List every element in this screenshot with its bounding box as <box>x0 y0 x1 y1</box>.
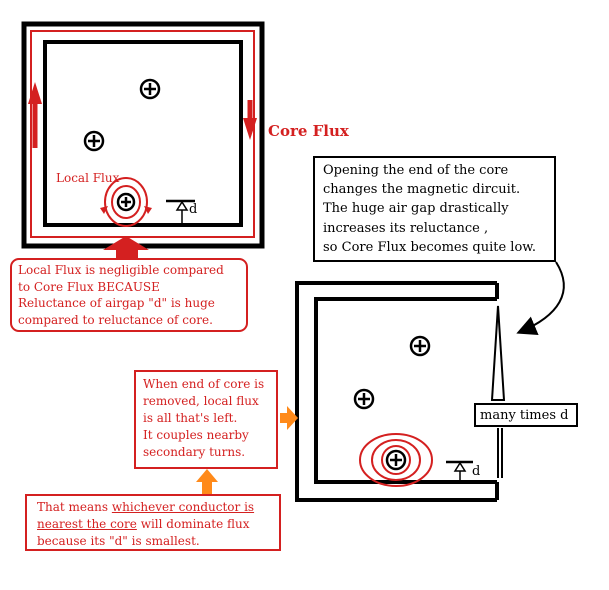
note-underline: whichever conductor is <box>111 500 255 514</box>
gap-d-label-top: d <box>189 202 198 217</box>
orange-right-arrow <box>280 406 298 430</box>
opening-note: Opening the end of the core changes the … <box>313 156 556 262</box>
open-core <box>295 281 499 502</box>
note-line: secondary turns. <box>143 445 246 459</box>
conductor-icon <box>116 192 136 212</box>
note-line: It couples nearby <box>143 428 249 442</box>
note-line: Reluctance of airgap "d" is huge <box>18 296 215 310</box>
local-flux-note: Local Flux is negligible compared to Cor… <box>10 258 248 332</box>
core-flux-label: Core Flux <box>268 122 349 140</box>
note-text: That means <box>37 500 112 514</box>
note-line: to Core Flux BECAUSE <box>18 279 160 294</box>
note-line: Opening the end of the core <box>323 163 509 178</box>
orange-up-arrow <box>196 469 218 494</box>
conductor-icon <box>139 78 161 100</box>
note-line: so Core Flux becomes quite low. <box>323 239 537 255</box>
note-line: Local Flux is negligible compared <box>18 263 224 277</box>
note-line: That means whichever conductor is <box>37 499 269 516</box>
note-line: nearest the core will dominate flux <box>37 516 269 533</box>
curved-pointer-arrow <box>516 261 565 336</box>
note-line: because its "d" is smallest. <box>37 534 200 548</box>
end-removed-note: When end of core is removed, local flux … <box>134 370 278 469</box>
local-flux-label: Local Flux <box>56 171 120 185</box>
note-line: changes the magnetic dircuit. <box>323 182 521 198</box>
note-text: will dominate flux <box>136 517 250 531</box>
local-flux-loops-bottom <box>359 433 433 487</box>
conductor-icon <box>385 449 407 471</box>
conductor-icon <box>83 130 105 152</box>
note-line: increases its reluctance , <box>323 220 489 236</box>
many-times-d-indicator <box>490 305 506 478</box>
note-line: The huge air gap drastically <box>323 201 509 217</box>
core-flux-path <box>28 30 257 238</box>
gap-d-label-bottom: d <box>472 464 481 479</box>
conductor-icon <box>409 335 431 357</box>
local-flux-loops <box>100 177 152 227</box>
whichever-note: That means whichever conductor is neares… <box>25 494 281 551</box>
many-times-d-label: many times d <box>474 403 578 427</box>
closed-core <box>21 21 265 249</box>
gap-d-indicator-bottom <box>446 460 473 480</box>
note-line: When end of core is <box>143 377 265 391</box>
gap-d-indicator <box>166 199 195 224</box>
note-line: is all that's left. <box>143 411 238 425</box>
note-line: removed, local flux <box>143 394 259 408</box>
note-line: compared to reluctance of core. <box>18 312 213 327</box>
conductor-icon <box>353 388 375 410</box>
note-underline: nearest the core <box>37 517 137 531</box>
